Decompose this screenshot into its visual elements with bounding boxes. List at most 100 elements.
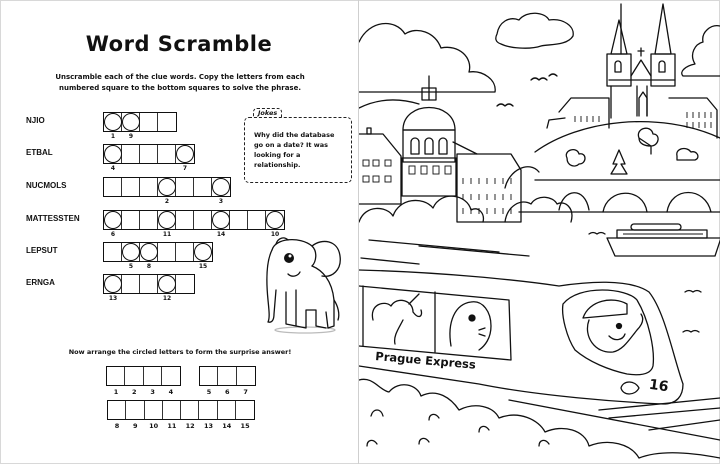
circled-letter-box[interactable]: 15 — [194, 243, 212, 270]
answer-box-number: 12 — [185, 422, 195, 430]
page-gutter — [358, 0, 359, 464]
answer-box[interactable]: 1 — [107, 367, 126, 396]
letter-box[interactable] — [230, 211, 248, 229]
letter-box[interactable] — [248, 211, 266, 229]
jokes-box: Why did the database go on a date? It wa… — [244, 117, 352, 183]
letter-box[interactable] — [122, 211, 140, 229]
answer-box-number: 5 — [206, 388, 212, 396]
circled-letter-box[interactable]: 9 — [122, 113, 140, 140]
answer-box[interactable]: 14 — [218, 401, 237, 430]
letter-box[interactable] — [122, 145, 140, 163]
letter-boxes: 13 12 — [103, 274, 195, 302]
circled-letter-box[interactable]: 13 — [104, 275, 122, 302]
circled-letter-box[interactable]: 14 — [212, 211, 230, 238]
circled-letter-box[interactable]: 5 — [122, 243, 140, 270]
answer-box-number: 15 — [240, 422, 250, 430]
answer-box[interactable]: 5 — [200, 367, 219, 396]
answer-box[interactable]: 13 — [199, 401, 218, 430]
circled-letter-box[interactable]: 8 — [140, 243, 158, 270]
box-number: 6 — [110, 231, 116, 238]
word-scramble-page: Word Scramble Unscramble each of the clu… — [0, 0, 358, 464]
box-number: 15 — [198, 263, 208, 270]
box-number: 13 — [108, 295, 118, 302]
box-number: 11 — [162, 231, 172, 238]
answer-box[interactable]: 11 — [163, 401, 182, 430]
box-number: 4 — [110, 165, 116, 172]
answer-box-number: 14 — [222, 422, 232, 430]
letter-box[interactable] — [176, 178, 194, 196]
answer-box[interactable]: 15 — [236, 401, 254, 430]
answer-box-number: 1 — [113, 388, 119, 396]
letter-box[interactable] — [158, 243, 176, 261]
box-number: 14 — [216, 231, 226, 238]
prague-scene-illustration — [359, 3, 720, 459]
coloring-page: Prague Express 16 — [359, 0, 720, 464]
circled-letter-box[interactable]: 10 — [266, 211, 284, 238]
letter-box[interactable] — [176, 211, 194, 229]
answer-box-number: 13 — [203, 422, 213, 430]
letter-box[interactable] — [194, 211, 212, 229]
letter-boxes: 5 8 15 — [103, 242, 213, 270]
letter-box[interactable] — [194, 178, 212, 196]
box-number: 2 — [164, 198, 170, 205]
page-title: Word Scramble — [85, 32, 273, 56]
answer-box[interactable]: 10 — [145, 401, 163, 430]
letter-box[interactable] — [122, 178, 140, 196]
answer-box[interactable]: 8 — [108, 401, 127, 430]
answer-box[interactable]: 6 — [218, 367, 237, 396]
letter-boxes: 6 11 14 10 — [103, 210, 285, 238]
answer-box-number: 4 — [168, 388, 174, 396]
answer-box-number: 2 — [132, 388, 137, 396]
circled-letter-box[interactable]: 12 — [158, 275, 176, 302]
answer-box[interactable]: 3 — [144, 367, 162, 396]
letter-box[interactable] — [140, 113, 158, 131]
cloud-right — [681, 25, 720, 77]
letter-box[interactable] — [140, 178, 158, 196]
letter-box[interactable] — [122, 275, 140, 293]
box-number: 8 — [146, 263, 152, 270]
answer-box[interactable]: 4 — [162, 367, 180, 396]
answer-box-number: 8 — [114, 422, 120, 430]
answer-box[interactable]: 12 — [181, 401, 200, 430]
letter-box[interactable] — [140, 145, 158, 163]
answer-prompt: Now arrange the circled letters to form … — [68, 348, 292, 356]
clue-word: LEPSUT — [26, 246, 58, 255]
letter-box[interactable] — [176, 243, 194, 261]
answer-box-number: 6 — [225, 388, 230, 396]
letter-box[interactable] — [140, 275, 158, 293]
answer-box[interactable]: 2 — [125, 367, 144, 396]
answer-box-number: 9 — [133, 422, 138, 430]
letter-box[interactable] — [158, 145, 176, 163]
letter-box[interactable] — [140, 211, 158, 229]
circled-letter-box[interactable]: 11 — [158, 211, 176, 238]
box-number: 9 — [128, 133, 134, 140]
answer-box-number: 3 — [150, 388, 155, 396]
cloud-left — [359, 22, 496, 93]
circled-letter-box[interactable]: 2 — [158, 178, 176, 205]
clue-word: ERNGA — [26, 278, 55, 287]
answer-box-number: 7 — [243, 388, 248, 396]
train-number: 16 — [647, 376, 670, 396]
elephant-illustration — [266, 237, 341, 334]
circled-letter-box[interactable]: 1 — [104, 113, 122, 140]
circled-letter-box[interactable]: 4 — [104, 145, 122, 172]
answer-box[interactable]: 9 — [126, 401, 145, 430]
box-number: 5 — [128, 263, 134, 270]
letter-box[interactable] — [104, 178, 122, 196]
clue-word: NUCMOLS — [26, 181, 67, 190]
answer-box-group: 5 6 7 — [199, 366, 256, 396]
box-number: 12 — [162, 295, 172, 302]
circled-letter-box[interactable]: 7 — [176, 145, 194, 172]
answer-box[interactable]: 7 — [237, 367, 255, 396]
circled-letter-box[interactable]: 6 — [104, 211, 122, 238]
cloud-mid — [495, 12, 574, 49]
clue-word: ETBAL — [26, 148, 53, 157]
box-number: 10 — [270, 231, 280, 238]
clue-word: MATTESSTEN — [26, 214, 80, 223]
letter-box[interactable] — [104, 243, 122, 261]
circled-letter-box[interactable]: 3 — [212, 178, 230, 205]
